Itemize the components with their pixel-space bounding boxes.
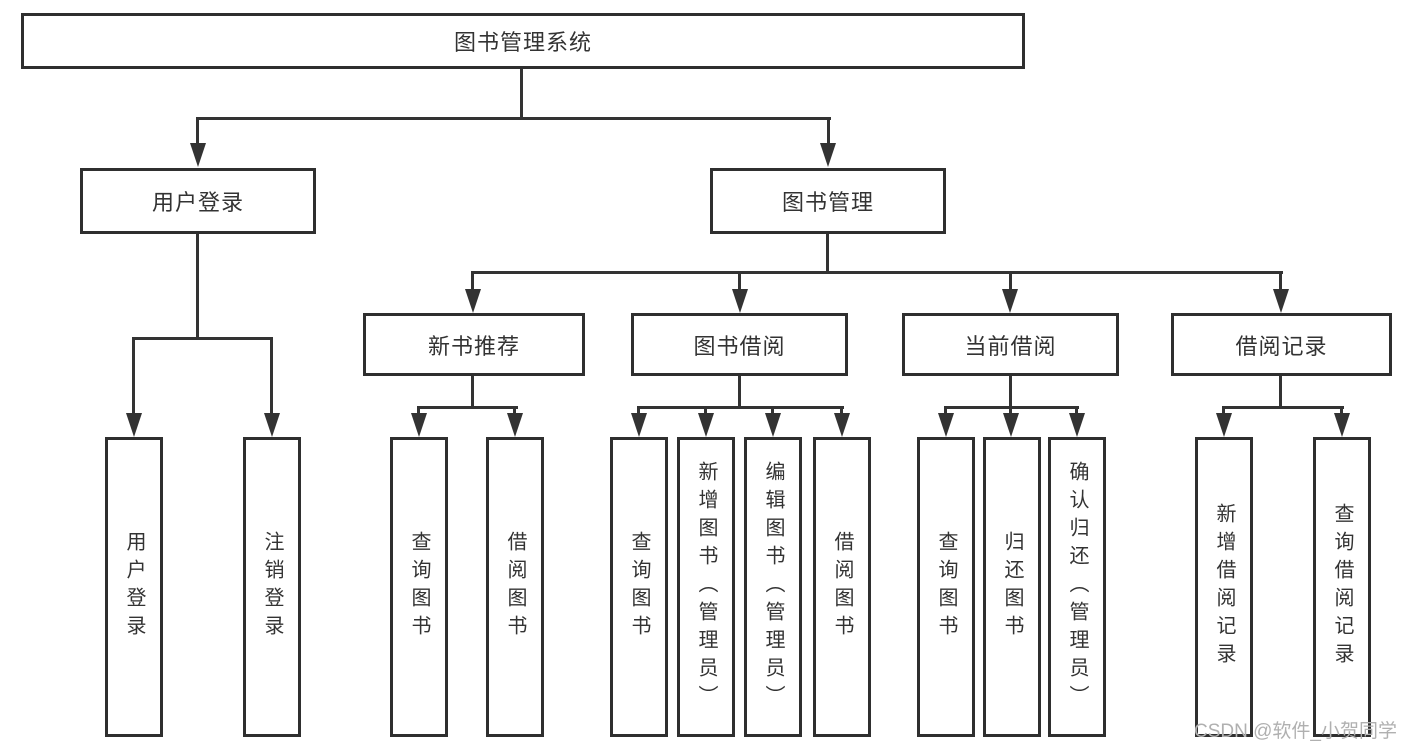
connector-line <box>826 234 829 274</box>
connector-line <box>196 234 199 339</box>
leaf-borrow-books-recommend: 借阅图书 <box>486 437 544 737</box>
connector-line <box>513 406 516 416</box>
arrow-down-icon <box>190 143 206 167</box>
arrow-down-icon <box>732 289 748 313</box>
leaf-confirm-return-admin: 确认归还（管理员） <box>1048 437 1106 737</box>
leaf-query-books-current: 查询图书 <box>917 437 975 737</box>
leaf-query-borrow-record: 查询借阅记录 <box>1313 437 1371 737</box>
connector-line <box>196 117 831 120</box>
connector-line <box>196 117 199 146</box>
leaf-query-books-recommend: 查询图书 <box>390 437 448 737</box>
leaf-query-books-borrowing-label: 查询图书 <box>628 531 650 643</box>
arrow-down-icon <box>264 413 280 437</box>
connector-line <box>637 406 844 409</box>
connector-line <box>471 271 1283 274</box>
connector-line <box>1279 376 1282 409</box>
connector-line <box>471 376 474 409</box>
arrow-down-icon <box>631 413 647 437</box>
node-new-book-recommendation-label: 新书推荐 <box>427 333 520 359</box>
node-book-management-label: 图书管理 <box>781 190 874 215</box>
node-root-label: 图书管理系统 <box>453 30 592 55</box>
leaf-logout: 注销登录 <box>243 437 301 737</box>
leaf-add-borrow-record: 新增借阅记录 <box>1195 437 1253 737</box>
arrow-down-icon <box>834 413 850 437</box>
leaf-edit-books-admin-label: 编辑图书（管理员） <box>762 461 784 713</box>
arrow-down-icon <box>820 143 836 167</box>
node-current-borrowing-label: 当前借阅 <box>964 333 1057 359</box>
node-borrowing-records-label: 借阅记录 <box>1235 333 1328 359</box>
arrow-down-icon <box>1216 413 1232 437</box>
node-new-book-recommendation: 新书推荐 <box>363 313 585 376</box>
node-current-borrowing: 当前借阅 <box>902 313 1119 376</box>
arrow-down-icon <box>1002 289 1018 313</box>
arrow-down-icon <box>765 413 781 437</box>
connector-line <box>944 406 947 416</box>
leaf-user-login-label: 用户登录 <box>123 531 145 643</box>
connector-line <box>738 271 741 291</box>
arrow-down-icon <box>411 413 427 437</box>
arrow-down-icon <box>126 413 142 437</box>
node-user-login-label: 用户登录 <box>151 190 244 215</box>
leaf-add-books-admin: 新增图书（管理员） <box>677 437 735 737</box>
node-book-management: 图书管理 <box>710 168 946 234</box>
connector-line <box>704 406 707 416</box>
arrow-down-icon <box>465 289 481 313</box>
arrow-down-icon <box>698 413 714 437</box>
leaf-query-books-borrowing: 查询图书 <box>610 437 668 737</box>
arrow-down-icon <box>1334 413 1350 437</box>
leaf-query-books-current-label: 查询图书 <box>935 531 957 643</box>
connector-line <box>1222 406 1225 416</box>
node-borrowing-records: 借阅记录 <box>1171 313 1392 376</box>
leaf-query-books-recommend-label: 查询图书 <box>408 531 430 643</box>
leaf-query-borrow-record-label: 查询借阅记录 <box>1331 503 1353 671</box>
connector-line <box>132 337 135 415</box>
arrow-down-icon <box>1273 289 1289 313</box>
leaf-logout-label: 注销登录 <box>261 531 283 643</box>
connector-line <box>417 406 518 409</box>
leaf-return-books-label: 归还图书 <box>1001 531 1023 643</box>
leaf-borrow-books: 借阅图书 <box>813 437 871 737</box>
leaf-user-login: 用户登录 <box>105 437 163 737</box>
csdn-watermark: CSDN @软件_小贺同学 <box>1194 721 1397 742</box>
connector-line <box>1009 376 1012 409</box>
leaf-edit-books-admin: 编辑图书（管理员） <box>744 437 802 737</box>
connector-line <box>417 406 420 416</box>
leaf-add-borrow-record-label: 新增借阅记录 <box>1213 503 1235 671</box>
connector-line <box>471 271 474 291</box>
connector-line <box>132 337 273 340</box>
node-root: 图书管理系统 <box>21 13 1025 69</box>
connector-line <box>520 66 523 119</box>
connector-line <box>827 117 830 146</box>
arrow-down-icon <box>507 413 523 437</box>
connector-line <box>738 376 741 409</box>
leaf-add-books-admin-label: 新增图书（管理员） <box>695 461 717 713</box>
connector-line <box>1009 271 1012 291</box>
node-book-borrowing: 图书借阅 <box>631 313 848 376</box>
connector-line <box>637 406 640 416</box>
arrow-down-icon <box>1069 413 1085 437</box>
leaf-confirm-return-admin-label: 确认归还（管理员） <box>1066 461 1088 713</box>
leaf-borrow-books-recommend-label: 借阅图书 <box>504 531 526 643</box>
connector-line <box>1279 271 1282 291</box>
connector-line <box>1009 406 1012 416</box>
leaf-borrow-books-label: 借阅图书 <box>831 531 853 643</box>
connector-line <box>840 406 843 416</box>
connector-line <box>771 406 774 416</box>
arrow-down-icon <box>938 413 954 437</box>
connector-line <box>1222 406 1344 409</box>
node-user-login: 用户登录 <box>80 168 316 234</box>
arrow-down-icon <box>1003 413 1019 437</box>
leaf-return-books: 归还图书 <box>983 437 1041 737</box>
node-book-borrowing-label: 图书借阅 <box>693 333 786 359</box>
connector-line <box>1340 406 1343 416</box>
connector-line <box>270 337 273 415</box>
connector-line <box>1075 406 1078 416</box>
